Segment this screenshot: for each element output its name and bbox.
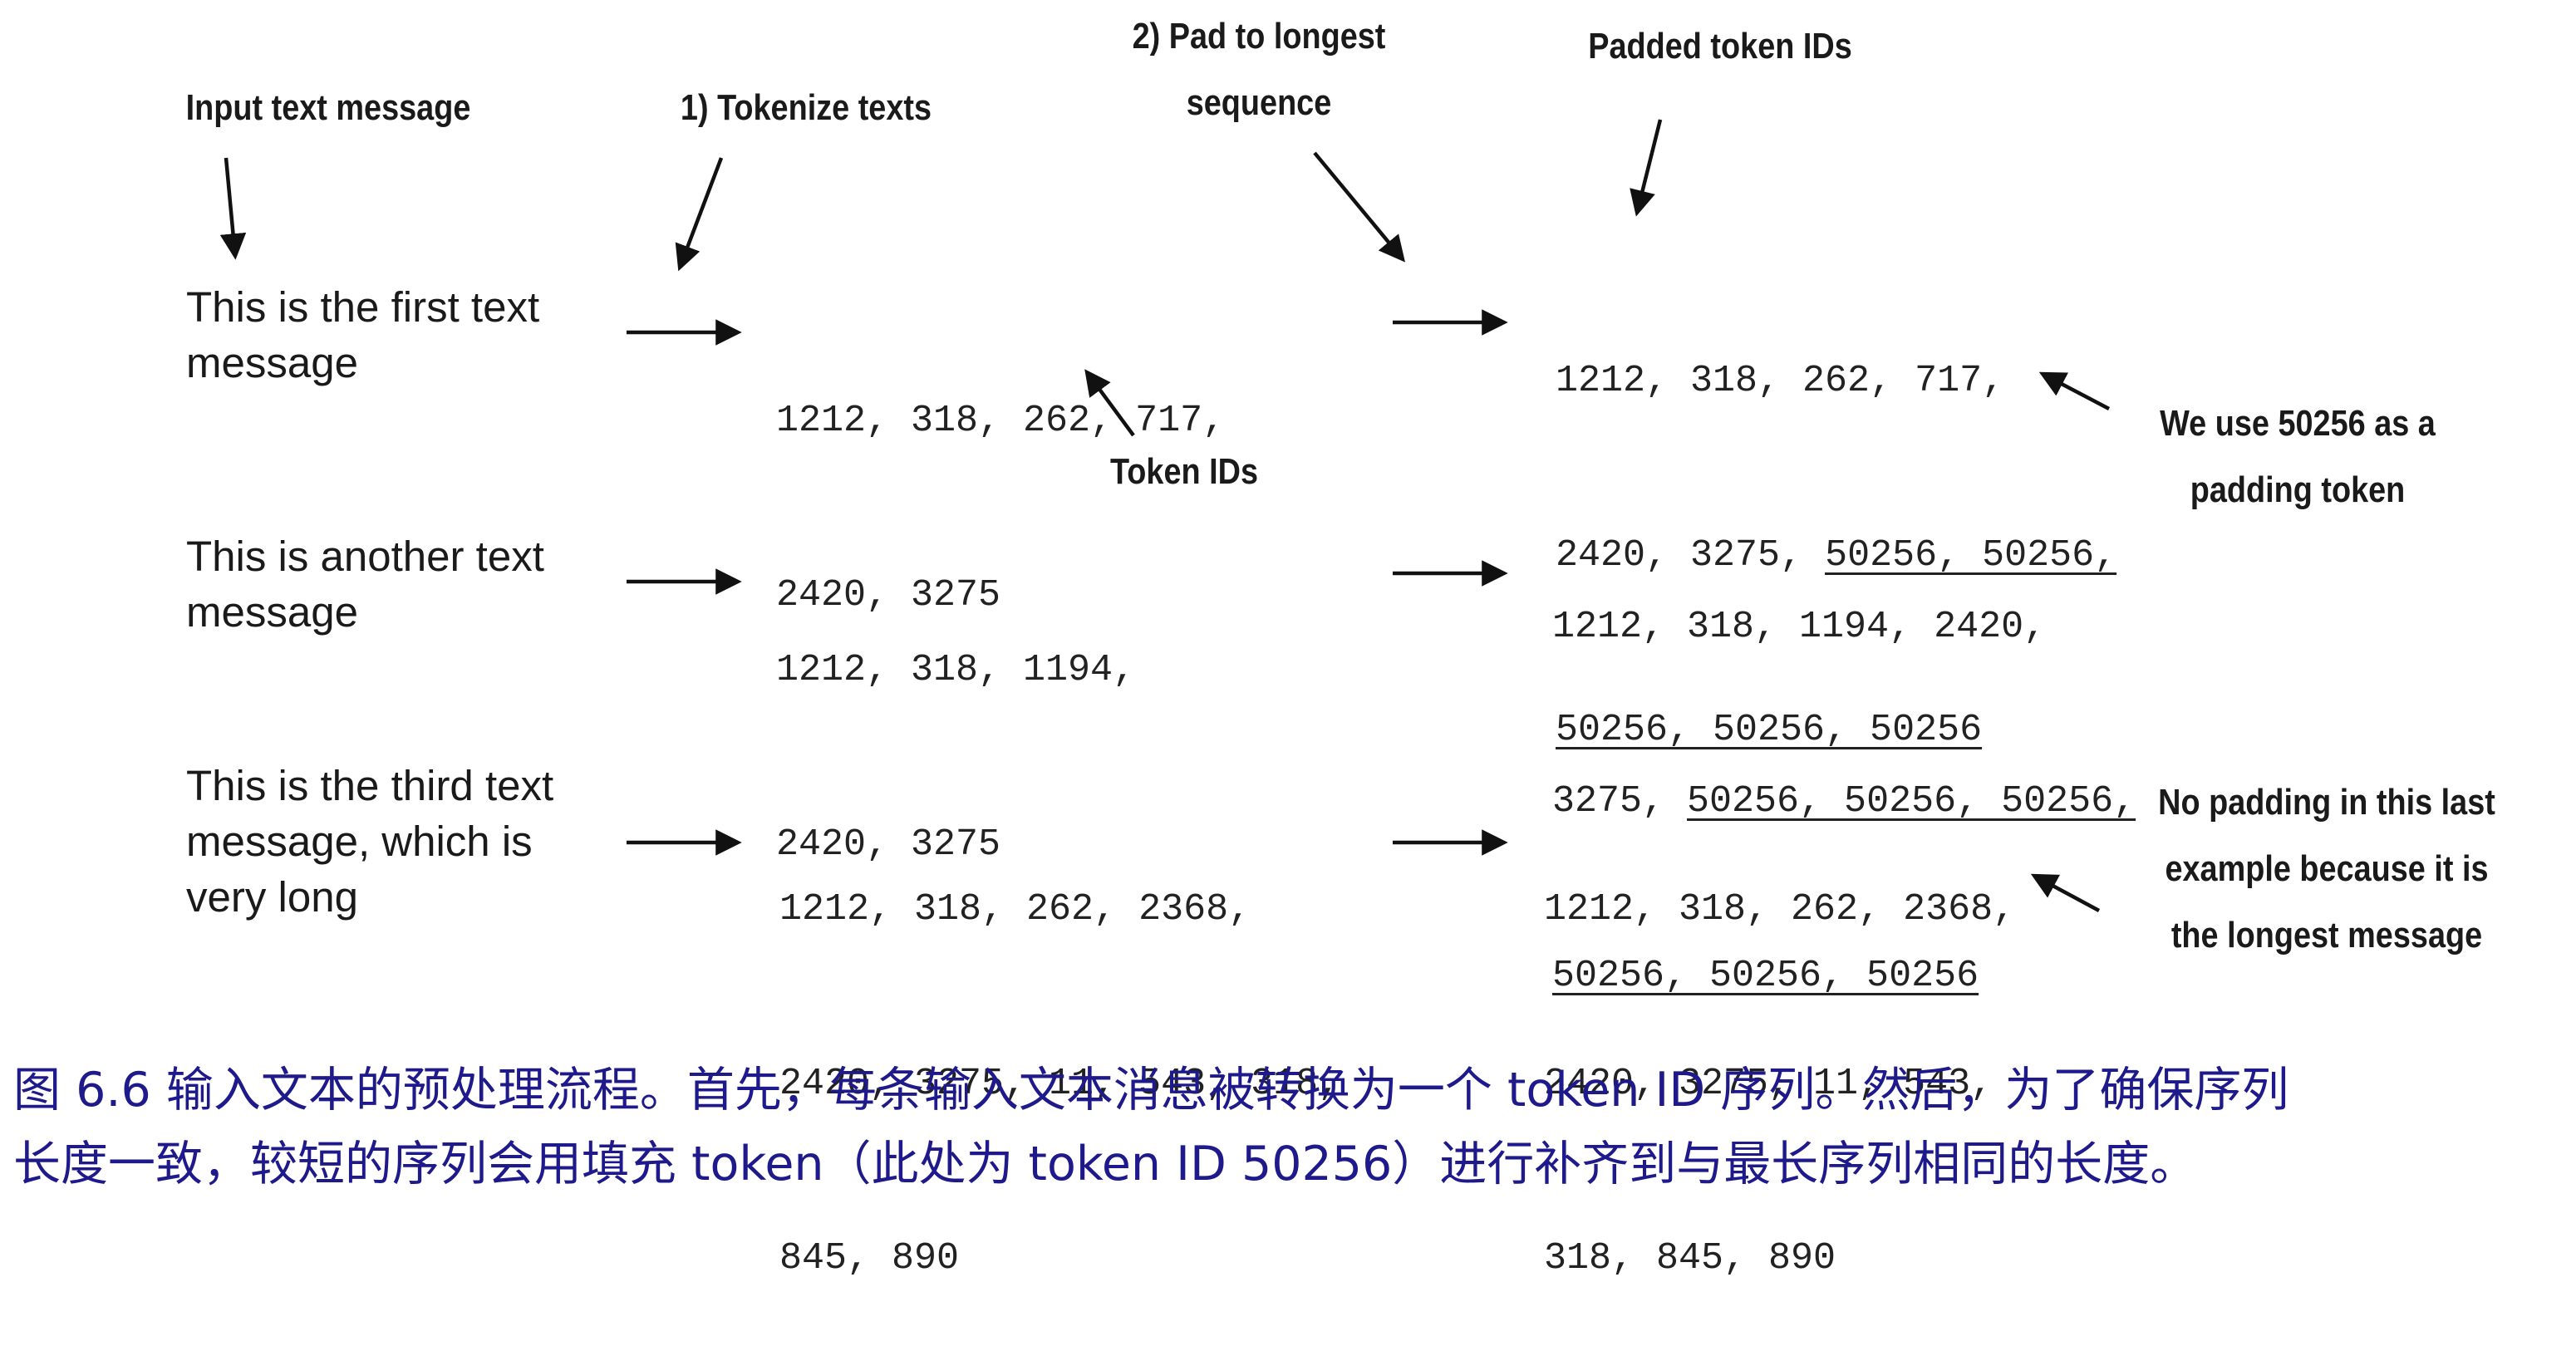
row2-token-ids-line: 2420, 3275 — [776, 823, 1001, 866]
row3-token-ids-line: 1212, 318, 262, 2368, — [779, 888, 1251, 931]
padding-ids: 50256, 50256, 50256 — [1556, 709, 1983, 751]
padding-note-line1: We use 50256 as a — [2160, 403, 2436, 444]
figure-caption-line2: 长度一致，较短的序列会用填充 token（此处为 token ID 50256）… — [13, 1137, 2198, 1191]
row1-padded-ids: 1212, 318, 262, 717, 2420, 3275, 50256, … — [1556, 236, 2116, 818]
no-padding-note-line3: the longest message — [2170, 915, 2483, 955]
real-ids: 2420, 3275, — [1556, 534, 1826, 577]
real-ids: 1212, 318, 1194, 2420, — [1552, 606, 2047, 648]
row2-padded-line: 50256, 50256, 50256 — [1552, 947, 2136, 1005]
row3-padded-line: 318, 845, 890 — [1544, 1230, 2015, 1288]
input-text-arrow — [219, 157, 247, 260]
no-padding-note: No padding in this last example because … — [2126, 769, 2527, 969]
pad-step-label: 2) Pad to longest sequence — [1084, 3, 1433, 136]
token-ids-label: Token IDs — [1109, 451, 1259, 492]
row2-message-line: message — [186, 588, 358, 636]
padding-ids: 50256, 50256, — [1825, 534, 2117, 577]
row3-message: This is the third text message, which is… — [186, 758, 553, 925]
row1-message-line: This is the first text — [186, 283, 540, 331]
row1-token-ids: 1212, 318, 262, 717, 2420, 3275 — [776, 276, 1225, 683]
diagram-arrows — [219, 119, 2111, 912]
row2-padded-line: 3275, 50256, 50256, 50256, — [1552, 773, 2136, 831]
row1-message: This is the first text message — [186, 279, 539, 391]
padded-token-ids-arrow — [1630, 119, 1663, 217]
tokenize-step-label: 1) Tokenize texts — [680, 87, 932, 128]
no-padding-note-line1: No padding in this last — [2158, 782, 2495, 823]
row3-padded-line: 2420, 3275, 11, 543, — [1544, 1055, 2015, 1113]
padding-note-arrow — [2038, 371, 2111, 410]
figure-caption-line1: 图 6.6 输入文本的预处理流程。首先，每条输入文本消息被转换为一个 token… — [13, 1063, 2289, 1118]
row2-token-ids-line: 1212, 318, 1194, — [776, 649, 1136, 691]
row2-padded-ids: 1212, 318, 1194, 2420, 3275, 50256, 5025… — [1552, 482, 2136, 1064]
real-ids: 1212, 318, 262, 2368, — [1544, 888, 2016, 931]
padded-token-ids-label: Padded token IDs — [1588, 26, 1852, 66]
no-padding-note-line2: example because it is — [2165, 848, 2489, 889]
row3-message-line: This is the third text — [186, 762, 554, 809]
real-ids: 1212, 318, 262, 717, — [1556, 360, 2005, 402]
row1-message-line: message — [186, 339, 358, 386]
row3-message-line: very long — [186, 873, 358, 921]
row2-padded-line: 1212, 318, 1194, 2420, — [1552, 598, 2136, 656]
tokenize-arrow — [675, 157, 724, 272]
token-ids-arrow — [1084, 369, 1135, 437]
row2-token-ids: 1212, 318, 1194, 2420, 3275 — [776, 525, 1135, 932]
row3-token-ids-line: 2420, 3275, 11, 543, 318, — [779, 1063, 1341, 1105]
row2-message: This is another text message — [186, 528, 544, 640]
row1-padded-line: 2420, 3275, 50256, 50256, — [1556, 527, 2116, 585]
padding-ids: 50256, 50256, 50256, — [1687, 780, 2136, 823]
no-padding-arrow — [2030, 873, 2101, 912]
row3-padded-line: 1212, 318, 262, 2368, — [1544, 881, 2015, 939]
pad-arrow — [1313, 151, 1406, 263]
row1-token-ids-line: 1212, 318, 262, 717, — [776, 400, 1226, 442]
row3-token-ids-line: 845, 890 — [779, 1237, 960, 1280]
pad-step-label-line1: 2) Pad to longest — [1132, 16, 1386, 56]
input-text-message-label: Input text message — [185, 87, 471, 128]
real-ids: 2420, 3275, 11, 543, — [1544, 1063, 1993, 1105]
row1-padded-line: 1212, 318, 262, 717, — [1556, 352, 2116, 410]
row2-message-line: This is another text — [186, 533, 544, 580]
padding-ids: 50256, 50256, 50256 — [1552, 955, 1979, 997]
row1-token-ids-line: 2420, 3275 — [776, 574, 1001, 617]
padding-note-line2: padding token — [2190, 469, 2406, 510]
row1-padded-line: 50256, 50256, 50256 — [1556, 701, 2116, 759]
real-ids: 3275, — [1552, 780, 1688, 823]
real-ids: 318, 845, 890 — [1544, 1237, 1836, 1280]
padding-note: We use 50256 as a padding token — [2122, 391, 2472, 523]
figure-caption: 图 6.6 输入文本的预处理流程。首先，每条输入文本消息被转换为一个 token… — [13, 1054, 2564, 1201]
row3-message-line: message, which is — [186, 818, 533, 865]
pad-step-label-line2: sequence — [1186, 82, 1332, 123]
